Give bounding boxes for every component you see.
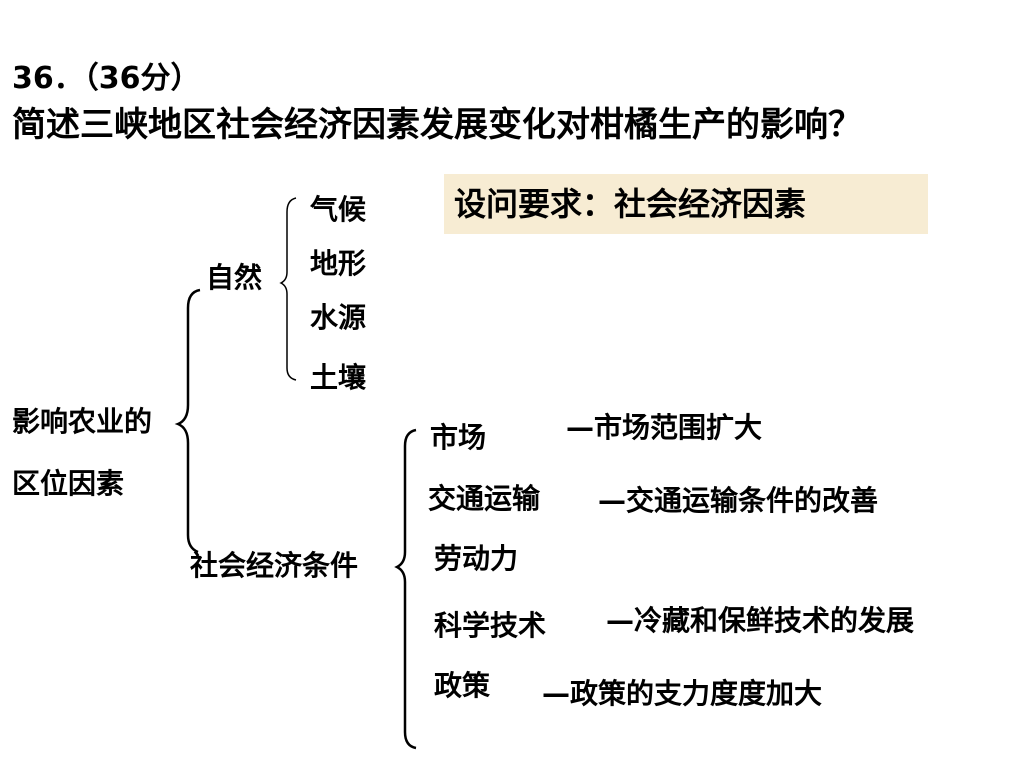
social-item-technology: 科学技术 [434, 609, 547, 642]
natural-item-climate: 气候 [310, 193, 367, 226]
change-transport: —交通运输条件的改善 [598, 484, 879, 517]
requirement-text: 设问要求：社会经济因素 [454, 185, 807, 223]
natural-item-water: 水源 [310, 301, 367, 334]
social-item-market: 市场 [430, 421, 487, 454]
social-item-transport: 交通运输 [428, 482, 541, 515]
natural-item-soil: 土壤 [310, 361, 367, 394]
change-technology: —冷藏和保鲜技术的发展 [606, 604, 915, 637]
requirement-box [444, 174, 928, 234]
social-item-policy: 政策 [434, 669, 491, 702]
natural-label: 自然 [206, 261, 263, 294]
natural-item-terrain: 地形 [310, 247, 367, 280]
question-text: 简述三峡地区社会经济因素发展变化对柑橘生产的影响？ [12, 105, 862, 145]
root-label-line1: 影响农业的 [12, 405, 153, 438]
root-label-line2: 区位因素 [12, 467, 125, 500]
natural-brace [279, 197, 297, 381]
social-item-labor: 劳动力 [434, 542, 519, 575]
change-policy: —政策的支力度度加大 [542, 677, 823, 710]
question-number: 36．（36分） [12, 61, 201, 96]
main-brace [174, 288, 201, 554]
change-market: —市场范围扩大 [566, 411, 763, 444]
social-brace [394, 428, 417, 750]
social-label: 社会经济条件 [190, 549, 359, 582]
